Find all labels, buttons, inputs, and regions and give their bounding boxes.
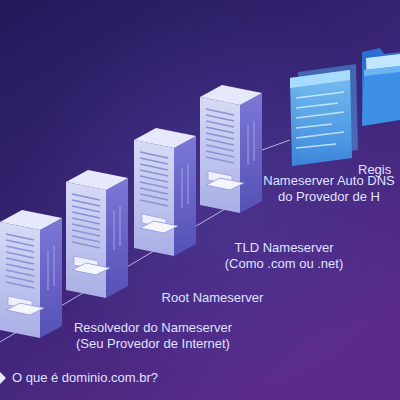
step-label: TLD Nameserver (Como .com ou .net) <box>218 240 350 272</box>
server <box>200 85 262 213</box>
pointer-arrow <box>0 372 6 384</box>
query-text: O que é dominio.com.br? <box>12 370 158 386</box>
document-panel <box>290 64 358 166</box>
network-line <box>262 140 290 150</box>
step-label: Root Nameserver <box>150 290 275 306</box>
step-label: Nameserver Auto DNS do Provedor de H <box>261 173 397 205</box>
folder-icon <box>362 48 400 126</box>
step-label: Resolvedor do Nameserver (Seu Provedor d… <box>70 320 236 352</box>
server <box>134 128 196 256</box>
server <box>66 170 128 298</box>
server <box>0 210 62 338</box>
